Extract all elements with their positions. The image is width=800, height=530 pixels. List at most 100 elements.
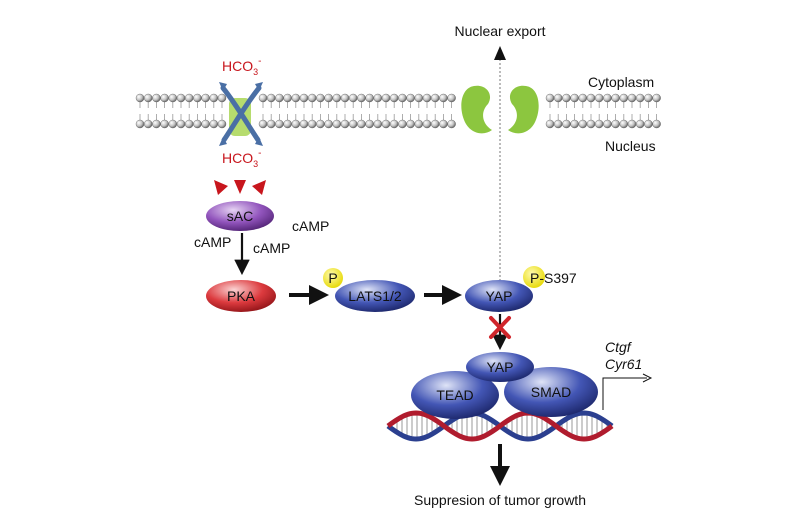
pka-label: PKA [227, 288, 256, 304]
lipid-head [184, 93, 194, 103]
smad-label: SMAD [531, 384, 571, 400]
lats-phospho-label: P [328, 270, 337, 286]
lipid-head [554, 93, 563, 103]
lipid-head [603, 119, 612, 129]
lipid-head [258, 119, 268, 129]
influx-arrow-left [214, 180, 228, 195]
lipid-head [143, 119, 153, 129]
lipid-head [381, 93, 391, 103]
lipid-head [267, 119, 276, 129]
dna-helix [386, 410, 614, 442]
lats-phospho-badge [323, 268, 343, 288]
lipid-head [619, 119, 628, 129]
lipid-head [299, 93, 309, 103]
lipid-head [636, 93, 645, 103]
lats-label: LATS1/2 [348, 288, 402, 304]
lipid-head [332, 93, 341, 103]
lipid-head [562, 93, 571, 103]
lipid-head [619, 93, 628, 103]
lipid-head [422, 119, 432, 129]
influx-arrow-right [252, 180, 266, 195]
bicarbonate-influx-arrows [214, 180, 266, 195]
lipid-head [324, 119, 333, 129]
lipid-head [381, 119, 391, 129]
lipid-head [554, 119, 563, 129]
lipid-head [406, 119, 415, 129]
lipid-head [562, 119, 571, 129]
bicarbonate-transporter [219, 82, 263, 146]
bicarbonate-label-bottom: HCO3- [222, 148, 261, 169]
lipid-head [611, 93, 620, 103]
lipid-head [365, 119, 374, 129]
lipid-head [365, 93, 374, 103]
transporter-tip-3 [219, 137, 227, 146]
sac-node [206, 201, 274, 231]
lipid-head [652, 119, 661, 129]
camp-label-right: cAMP [292, 218, 329, 234]
pka-node [206, 280, 276, 312]
lipid-head [431, 93, 440, 103]
lipid-head [578, 93, 587, 103]
lipid-head [176, 119, 186, 129]
lipid-head [275, 93, 284, 103]
nuclear-export-arrowhead [494, 46, 506, 60]
pore-lobe-right [508, 85, 539, 134]
lipid-head [545, 93, 555, 103]
lipid-head [627, 93, 637, 103]
lipid-head [349, 119, 358, 129]
block-x-icon [489, 316, 511, 339]
lipid-head [193, 93, 202, 103]
lipid-head [406, 93, 415, 103]
smad-node [504, 367, 598, 417]
lipid-head [308, 93, 317, 103]
tead-label: TEAD [436, 387, 473, 403]
lipid-head [340, 93, 350, 103]
camp-label-left: cAMP [194, 234, 231, 250]
lipid-head [414, 119, 423, 129]
lipid-head [595, 93, 604, 103]
yap-complex-label: YAP [487, 359, 514, 375]
target-gene-cyr61: Cyr61 [605, 356, 642, 372]
dna-strand-red [386, 410, 614, 442]
lipid-head [373, 93, 382, 103]
lipid-head [652, 93, 661, 103]
yap-phospho-site: P-S397 [530, 270, 577, 286]
lipid-head [644, 119, 653, 129]
lipid-head [324, 93, 333, 103]
lipid-head [267, 93, 276, 103]
lipid-head [627, 119, 637, 129]
lipid-head [414, 93, 423, 103]
lipid-head [160, 119, 169, 129]
influx-arrow-center [234, 180, 246, 194]
tead-node [411, 371, 499, 419]
promoter-arrowhead [642, 373, 653, 383]
lipid-head [275, 119, 284, 129]
lipid-head [603, 93, 612, 103]
lipid-head [168, 93, 178, 103]
lipid-head [176, 93, 186, 103]
lipid-head [152, 119, 161, 129]
lipid-head [390, 119, 399, 129]
lipid-head [390, 93, 399, 103]
lipid-head [201, 119, 210, 129]
lipid-head [209, 93, 219, 103]
pore-lobe-left [461, 85, 492, 134]
membrane-heads [135, 93, 661, 129]
sac-label: sAC [227, 208, 253, 224]
lipid-head [308, 119, 317, 129]
lipid-head [349, 93, 358, 103]
lipid-head [644, 93, 653, 103]
transcription-complex: TEAD SMAD YAP [411, 352, 598, 419]
lipid-head [258, 93, 268, 103]
lipid-head [586, 93, 596, 103]
lipid-head [299, 119, 309, 129]
lipid-head [586, 119, 596, 129]
lipid-head [570, 93, 579, 103]
lipid-head [431, 119, 440, 129]
lipid-head [143, 93, 153, 103]
membrane-bilayer [135, 93, 661, 129]
lipid-head [636, 119, 645, 129]
lipid-head [201, 93, 210, 103]
yap-label: YAP [486, 288, 513, 304]
camp-label-mid: cAMP [253, 240, 290, 256]
